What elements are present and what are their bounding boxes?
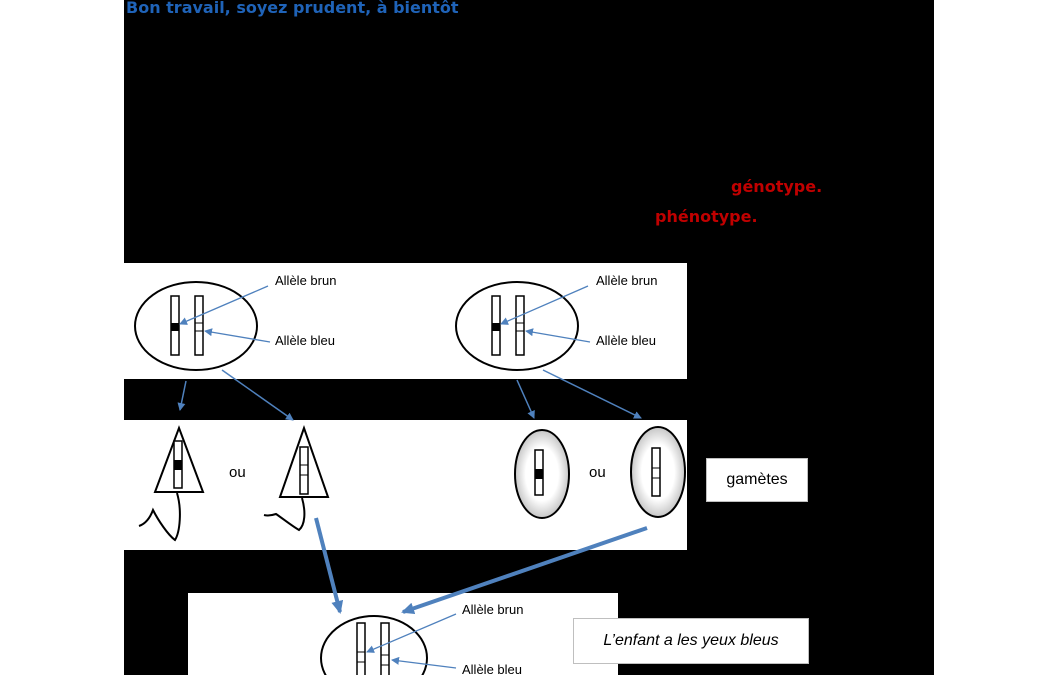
right-parent-cell	[455, 281, 591, 371]
gametes-label-box: gamètes	[706, 458, 808, 502]
child-blue-allele-label: Allèle bleu	[462, 662, 522, 677]
meiosis-arrows	[177, 369, 642, 421]
page-title: Bon travail, soyez prudent, à bientôt	[126, 0, 459, 17]
ovum-gamete-brown	[514, 429, 570, 519]
genotype-term: génotype.	[731, 177, 823, 196]
right-brown-allele-label: Allèle brun	[596, 273, 658, 288]
child-caption-box: L’enfant a les yeux bleus	[573, 618, 809, 664]
left-brown-allele-label: Allèle brun	[275, 273, 337, 288]
left-parent-cell	[134, 281, 271, 371]
child-brown-allele-label: Allèle brun	[462, 602, 524, 617]
or-label-right: ou	[589, 464, 606, 481]
fertilization-arrows	[314, 517, 648, 615]
sperm-gamete-blue	[263, 424, 330, 532]
or-label-left: ou	[229, 464, 246, 481]
right-blue-allele-label: Allèle bleu	[596, 333, 656, 348]
ovum-gamete-blue	[630, 426, 686, 518]
child-cell	[320, 613, 457, 675]
sperm-gamete-brown	[138, 425, 205, 542]
left-blue-allele-label: Allèle bleu	[275, 333, 335, 348]
phenotype-term: phénotype.	[655, 207, 758, 226]
gametes-panel	[124, 420, 687, 550]
